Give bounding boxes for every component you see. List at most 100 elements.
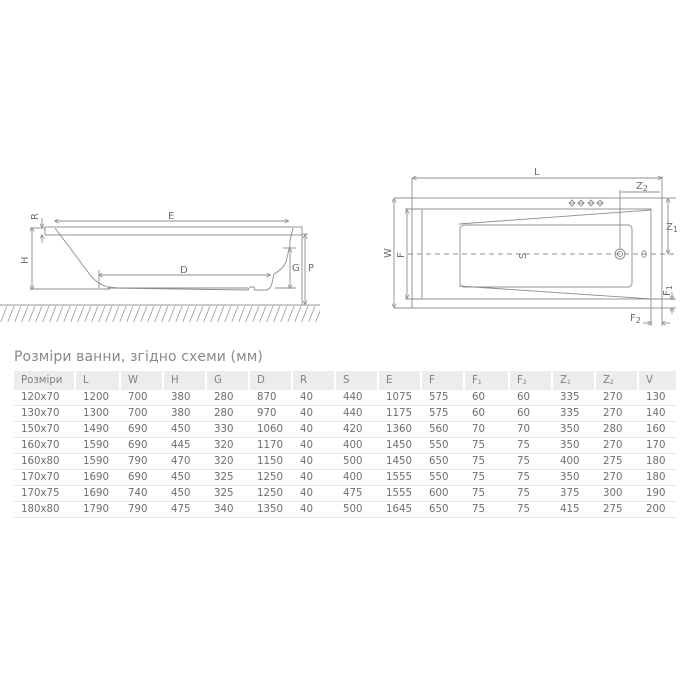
value-cell: 1350 xyxy=(250,502,293,518)
value-cell: 180 xyxy=(639,454,676,470)
value-cell: 650 xyxy=(422,502,465,518)
value-cell: 470 xyxy=(164,454,207,470)
value-cell: 500 xyxy=(336,502,379,518)
value-cell: 75 xyxy=(510,438,553,454)
value-cell: 190 xyxy=(639,486,676,502)
value-cell: 650 xyxy=(422,454,465,470)
column-header: F1 xyxy=(465,371,510,390)
label-l: L xyxy=(534,167,540,178)
label-p: P xyxy=(308,263,314,274)
value-cell: 75 xyxy=(510,486,553,502)
value-cell: 330 xyxy=(207,422,250,438)
value-cell: 690 xyxy=(121,438,164,454)
value-cell: 870 xyxy=(250,390,293,406)
bathtub-dimension-diagram: E D G P H R xyxy=(0,167,678,326)
side-view-labels: E D G P H R xyxy=(20,211,314,276)
label-g: G xyxy=(292,263,300,274)
label-d: D xyxy=(180,265,188,276)
value-cell: 1060 xyxy=(250,422,293,438)
size-cell: 150x70 xyxy=(14,422,76,438)
column-header: G xyxy=(207,371,250,390)
value-cell: 400 xyxy=(336,438,379,454)
value-cell: 60 xyxy=(465,406,510,422)
value-cell: 170 xyxy=(639,438,676,454)
value-cell: 75 xyxy=(465,454,510,470)
value-cell: 400 xyxy=(553,454,596,470)
value-cell: 270 xyxy=(596,390,639,406)
value-cell: 790 xyxy=(121,502,164,518)
value-cell: 40 xyxy=(293,390,336,406)
value-cell: 160 xyxy=(639,422,676,438)
size-cell: 130x70 xyxy=(14,406,76,422)
value-cell: 500 xyxy=(336,454,379,470)
value-cell: 335 xyxy=(553,406,596,422)
value-cell: 1490 xyxy=(76,422,121,438)
jets-icon xyxy=(568,199,604,207)
value-cell: 700 xyxy=(121,406,164,422)
value-cell: 325 xyxy=(207,486,250,502)
column-header: R xyxy=(293,371,336,390)
value-cell: 350 xyxy=(553,422,596,438)
top-view-labels: L Z2 Z1 W F S F1 F2 xyxy=(383,167,678,325)
value-cell: 320 xyxy=(207,454,250,470)
value-cell: 420 xyxy=(336,422,379,438)
value-cell: 75 xyxy=(465,470,510,486)
label-s: S xyxy=(518,253,529,259)
value-cell: 475 xyxy=(336,486,379,502)
value-cell: 690 xyxy=(121,470,164,486)
value-cell: 340 xyxy=(207,502,250,518)
value-cell: 1175 xyxy=(379,406,422,422)
value-cell: 75 xyxy=(465,438,510,454)
value-cell: 1250 xyxy=(250,470,293,486)
value-cell: 1450 xyxy=(379,438,422,454)
value-cell: 575 xyxy=(422,406,465,422)
value-cell: 40 xyxy=(293,502,336,518)
value-cell: 75 xyxy=(465,502,510,518)
value-cell: 550 xyxy=(422,438,465,454)
column-header: F xyxy=(422,371,465,390)
label-z1: Z1 xyxy=(666,222,678,234)
column-header: Розміри xyxy=(14,371,76,390)
value-cell: 350 xyxy=(553,438,596,454)
value-cell: 40 xyxy=(293,486,336,502)
column-header: V xyxy=(639,371,676,390)
value-cell: 1590 xyxy=(76,454,121,470)
value-cell: 75 xyxy=(510,470,553,486)
value-cell: 75 xyxy=(465,486,510,502)
value-cell: 75 xyxy=(510,502,553,518)
value-cell: 445 xyxy=(164,438,207,454)
value-cell: 320 xyxy=(207,438,250,454)
value-cell: 325 xyxy=(207,470,250,486)
value-cell: 40 xyxy=(293,406,336,422)
value-cell: 280 xyxy=(596,422,639,438)
value-cell: 1690 xyxy=(76,486,121,502)
size-cell: 160x80 xyxy=(14,454,76,470)
column-header: E xyxy=(379,371,422,390)
value-cell: 440 xyxy=(336,406,379,422)
label-z2: Z2 xyxy=(636,181,648,193)
value-cell: 40 xyxy=(293,438,336,454)
value-cell: 700 xyxy=(121,390,164,406)
value-cell: 475 xyxy=(164,502,207,518)
column-header: Z2 xyxy=(596,371,639,390)
label-e: E xyxy=(168,211,174,222)
column-header: W xyxy=(121,371,164,390)
value-cell: 1555 xyxy=(379,486,422,502)
table-title: Розміри ванни, згідно схеми (мм) xyxy=(14,349,263,365)
value-cell: 1300 xyxy=(76,406,121,422)
value-cell: 1075 xyxy=(379,390,422,406)
value-cell: 690 xyxy=(121,422,164,438)
value-cell: 300 xyxy=(596,486,639,502)
size-cell: 170x75 xyxy=(14,486,76,502)
value-cell: 380 xyxy=(164,406,207,422)
value-cell: 40 xyxy=(293,470,336,486)
